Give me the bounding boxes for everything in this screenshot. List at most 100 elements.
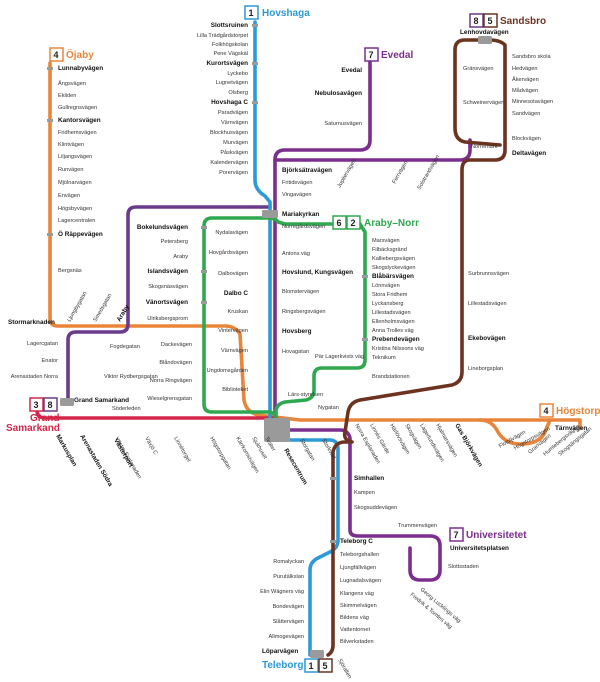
station[interactable]: Fritidsvägen bbox=[282, 180, 312, 186]
station[interactable]: Skogslyckevägen bbox=[372, 265, 416, 271]
station-hovshaga-c[interactable]: Hovshaga C bbox=[211, 99, 248, 106]
station-slottsruinen[interactable]: Slottsruinen bbox=[211, 22, 248, 29]
station[interactable]: Växjö C bbox=[143, 436, 158, 456]
station[interactable]: Ekliden bbox=[58, 93, 76, 99]
station[interactable]: Vattentornet bbox=[340, 627, 371, 633]
station[interactable]: Dackevägen bbox=[161, 342, 192, 348]
station[interactable]: Marsvägen bbox=[372, 238, 400, 244]
station-hovslund[interactable]: Hovslund, Kungsvägen bbox=[282, 269, 353, 276]
station[interactable]: Enator bbox=[42, 358, 59, 364]
badge-line-3-grand[interactable] bbox=[29, 397, 44, 412]
station[interactable]: Viktor Rydbergsgatan bbox=[104, 374, 158, 380]
station-dalbo-c[interactable]: Dalbo C bbox=[224, 290, 249, 297]
station[interactable]: Lyckansberg bbox=[372, 301, 404, 307]
station[interactable]: Vingavägen bbox=[282, 192, 311, 198]
station-loparvagen[interactable]: Löparvägen bbox=[262, 648, 298, 655]
badge-line-4-hogstorp[interactable] bbox=[539, 403, 554, 418]
station-hovsberg[interactable]: Hovsberg bbox=[282, 328, 312, 335]
station[interactable]: Saturnusvägen bbox=[324, 121, 362, 127]
terminal-sandsbro[interactable]: Sandsbro bbox=[500, 16, 546, 27]
station[interactable]: Ängsvägen bbox=[58, 80, 86, 87]
station[interactable]: Allmogevägen bbox=[269, 634, 304, 640]
badge-line-6-araby[interactable] bbox=[332, 215, 347, 230]
terminal-hogstorp[interactable]: Högstorp bbox=[556, 406, 600, 417]
station[interactable]: Araby bbox=[173, 254, 188, 260]
station[interactable]: Mådvägen bbox=[512, 87, 538, 94]
station-simhallen[interactable]: Simhallen bbox=[354, 475, 384, 482]
station[interactable]: Högsbyvägen bbox=[58, 206, 92, 212]
station[interactable]: Bergsnäs bbox=[58, 268, 82, 274]
station[interactable]: Fridhemsvägen bbox=[58, 130, 97, 136]
station[interactable]: Minnesotavägen bbox=[512, 99, 553, 105]
station[interactable]: Trummenvägen bbox=[398, 523, 437, 529]
station[interactable]: Kalendervägen bbox=[210, 160, 248, 166]
station[interactable]: Pär Lagerkvists väg bbox=[315, 354, 364, 360]
station-universitetsplatsen[interactable]: Universitetsplatsen bbox=[450, 545, 509, 552]
station[interactable]: Lillestadsvägen bbox=[468, 301, 507, 307]
station[interactable]: Surbrunnsvägen bbox=[468, 271, 509, 277]
station[interactable]: Ellenholmsvägen bbox=[372, 319, 415, 325]
badge-line-4-ojaby[interactable] bbox=[49, 47, 64, 62]
station[interactable]: Lineborgsplan bbox=[468, 366, 503, 372]
station[interactable]: Lugnetvägen bbox=[216, 80, 248, 86]
station-resecentrum[interactable]: Resecentrum bbox=[282, 448, 308, 487]
station[interactable]: Filbäcksgränd bbox=[372, 247, 407, 253]
hub-lenhovdavagen[interactable] bbox=[478, 36, 492, 44]
station[interactable]: Ljungbygatan bbox=[67, 291, 89, 323]
badge-line-5-teleborg[interactable] bbox=[318, 658, 333, 673]
station-vasterport[interactable]: Västerport bbox=[112, 438, 134, 470]
station[interactable]: Lillestadsvägen bbox=[372, 310, 411, 316]
station[interactable]: Norra Ringvägen bbox=[150, 378, 192, 384]
station-bokelundsvagen[interactable]: Bokelundsvägen bbox=[137, 224, 188, 231]
station[interactable]: Lönnvägen bbox=[372, 283, 400, 289]
station[interactable]: Mjölnarvägen bbox=[58, 180, 92, 186]
station[interactable]: Norremark bbox=[471, 144, 498, 150]
station-ekebovagen[interactable]: Ekebovägen bbox=[468, 335, 506, 342]
station[interactable]: Fogdegatan bbox=[110, 344, 140, 350]
station[interactable]: Blockhusvägen bbox=[210, 130, 248, 136]
station[interactable]: Bondevägen bbox=[273, 604, 304, 610]
terminal-araby-norr[interactable]: Araby–Norr bbox=[364, 218, 419, 229]
station-gas-bjorkvagen[interactable]: Gas Björkvägen bbox=[453, 423, 483, 469]
station-kurortsvagen[interactable]: Kurortsvägen bbox=[206, 60, 248, 67]
station[interactable]: Lagercgatan bbox=[27, 341, 58, 347]
station[interactable]: Stora Fridhem bbox=[372, 292, 408, 298]
station[interactable]: Lugnadalsvägen bbox=[340, 578, 381, 584]
terminal-samarkand[interactable]: Samarkand bbox=[6, 423, 60, 434]
station[interactable]: Lilla Trädgårdstorpet bbox=[197, 32, 248, 39]
station[interactable]: Linnétorget bbox=[172, 436, 191, 464]
station[interactable]: Envägen bbox=[58, 193, 80, 199]
station[interactable]: Nydalavägen bbox=[215, 230, 248, 236]
station[interactable]: Jupitervägen bbox=[337, 158, 358, 189]
station[interactable]: Teknikum bbox=[372, 355, 396, 361]
station[interactable]: Liljangsvägen bbox=[58, 154, 92, 160]
station-grand-samarkand[interactable]: Grand Samarkand bbox=[74, 397, 129, 404]
station[interactable]: Blåndovägen bbox=[159, 359, 192, 366]
badge-line-1-teleborg[interactable] bbox=[304, 658, 319, 673]
station[interactable]: Gullregnsvägen bbox=[58, 105, 97, 111]
station-arenastaden-sodra[interactable]: Arenastaden Södra bbox=[78, 434, 114, 489]
station[interactable]: Bildens väg bbox=[340, 615, 369, 621]
station[interactable]: Olsberg bbox=[228, 90, 248, 96]
station[interactable]: Ljungfällvägen bbox=[340, 565, 376, 571]
station[interactable]: Elin Wägners väg bbox=[260, 589, 304, 595]
station[interactable]: Klintvägen bbox=[58, 142, 84, 148]
terminal-grand[interactable]: Grand bbox=[30, 413, 59, 424]
station[interactable]: Hedvägen bbox=[512, 66, 538, 72]
station[interactable]: Slottsstaden bbox=[448, 564, 479, 570]
station[interactable]: Gränsvägen bbox=[463, 66, 493, 72]
station[interactable]: Hovagatan bbox=[282, 349, 309, 355]
station-mariakyrkan[interactable]: Mariakyrkan bbox=[282, 211, 319, 218]
station[interactable]: Lyckebo bbox=[227, 71, 248, 77]
terminal-teleborg[interactable]: Teleborg bbox=[262, 660, 303, 671]
station[interactable]: Porervägen bbox=[219, 170, 248, 176]
station[interactable]: Romalyckan bbox=[273, 559, 304, 565]
station[interactable]: Ferrvägen bbox=[392, 160, 410, 185]
badge-line-1[interactable] bbox=[244, 5, 259, 20]
station[interactable]: Dalbovägen bbox=[218, 271, 248, 277]
station-nebulosavagen[interactable]: Nebulosavägen bbox=[315, 90, 362, 97]
badge-line-5-sandsbro[interactable] bbox=[483, 13, 498, 28]
station[interactable]: Blomstervägen bbox=[282, 289, 319, 295]
station[interactable]: Slåttervägen bbox=[273, 618, 304, 625]
station-islandsvagen[interactable]: Islandsvägen bbox=[148, 268, 189, 275]
